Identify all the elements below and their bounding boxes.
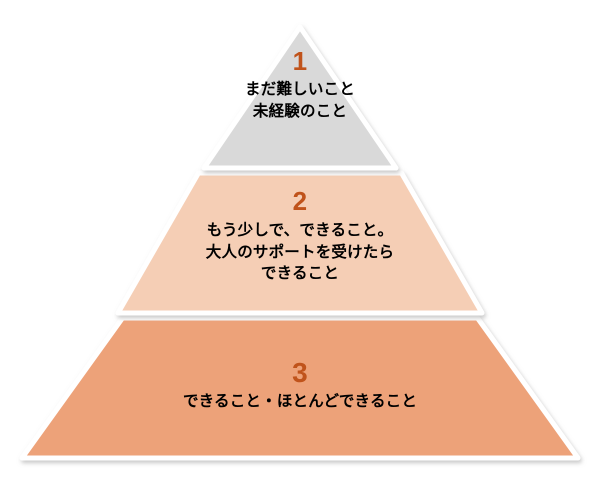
tier-2-line-3: できること [260, 265, 340, 283]
tier-3-number: 3 [292, 357, 308, 388]
pyramid-tier-1-shape[interactable] [201, 24, 399, 171]
pyramid-tier-3-shape[interactable] [19, 315, 581, 461]
tier-1-line-2: 未経験のこと [252, 102, 348, 120]
pyramid-tier-1-label: 1 まだ難しいこと 未経験のこと [180, 46, 420, 122]
pyramid-tier-2-shape[interactable] [115, 170, 485, 316]
tier-1-line-1: まだ難しいこと [245, 81, 355, 99]
tier-3-line-1: できること・ほとんどできること [182, 393, 418, 411]
tier-2-line-1: もう少しで、できること。 [206, 222, 394, 240]
tier-2-lines: もう少しで、できること。 大人のサポートを受けたら できること [130, 220, 470, 284]
tier-3-lines: できること・ほとんどできること [60, 391, 540, 412]
tier-1-lines: まだ難しいこと 未経験のこと [180, 79, 420, 122]
pyramid-tier-2-label: 2 もう少しで、できること。 大人のサポートを受けたら できること [130, 186, 470, 284]
tier-2-line-2: 大人のサポートを受けたら [205, 243, 395, 261]
tier-1-number: 1 [292, 46, 308, 76]
pyramid-tier-3-label: 3 できること・ほとんどできること [60, 358, 540, 413]
tier-2-number: 2 [292, 186, 308, 216]
